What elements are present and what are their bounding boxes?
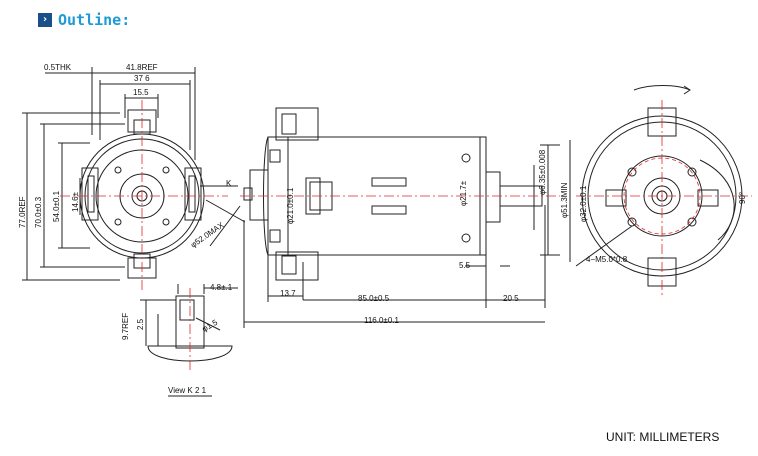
dim-term-2-5: 2.5 — [136, 318, 145, 330]
dim-width-37-6: 37 6 — [134, 74, 150, 83]
dim-dia-52: φ52.0MAX — [189, 220, 226, 250]
dimension-labels: 0.5THK 41.8REF 37 6 15.5 77.0REF 70.0±0.… — [18, 63, 747, 395]
section-header: › Outline: — [38, 10, 130, 30]
dim-height-14-6: 14.6± — [71, 191, 80, 212]
dim-holes: 4−M5.0*0.8 — [586, 255, 628, 264]
outline-title: Outline: — [58, 11, 131, 29]
front-end-view — [22, 67, 246, 281]
terminal-detail — [140, 284, 238, 397]
view-k-label: View K 2 1 — [168, 386, 207, 395]
dim-dia-51-3: φ51.3MIN — [560, 182, 569, 218]
dim-angle-90: 90° — [738, 192, 747, 204]
chevron-right-icon: › — [38, 13, 52, 27]
dim-len-85: 85.0±0.5 — [358, 294, 390, 303]
front-view-centerlines — [60, 100, 228, 292]
dim-height-77: 77.0REF — [18, 196, 27, 228]
dim-len-20-5: 20 5 — [503, 294, 519, 303]
dim-term-dia-1-5: φ1.5 — [201, 318, 220, 334]
flange-view-centerlines — [576, 100, 752, 296]
dim-dia-6-35: φ6.35±0.008 — [538, 149, 547, 195]
dim-width-15-5: 15.5 — [133, 88, 149, 97]
unit-label: UNIT: MILLIMETERS — [606, 430, 720, 444]
dim-term-4-8: 4.8±.1 — [210, 283, 233, 292]
dim-dia-21-7: φ21.7± — [459, 180, 468, 206]
dim-len-116: 116.0±0.1 — [364, 316, 399, 325]
dim-len-13-7: 13.7 — [280, 289, 296, 298]
dim-term-9-7: 9.7REF — [121, 313, 130, 340]
dim-thickness: 0.5THK — [44, 63, 72, 72]
dim-width-ref: 41.8REF — [126, 63, 158, 72]
dim-len-5-5: 5.5 — [459, 261, 471, 270]
dim-height-54: 54.0±0.1 — [52, 190, 61, 222]
dim-dia-21: φ21.0±0.1 — [286, 187, 295, 224]
dim-dia-32: φ32.0±0.1 — [579, 185, 588, 222]
dim-height-70: 70.0±0.3 — [34, 196, 43, 228]
view-marker-k: K — [226, 179, 232, 188]
